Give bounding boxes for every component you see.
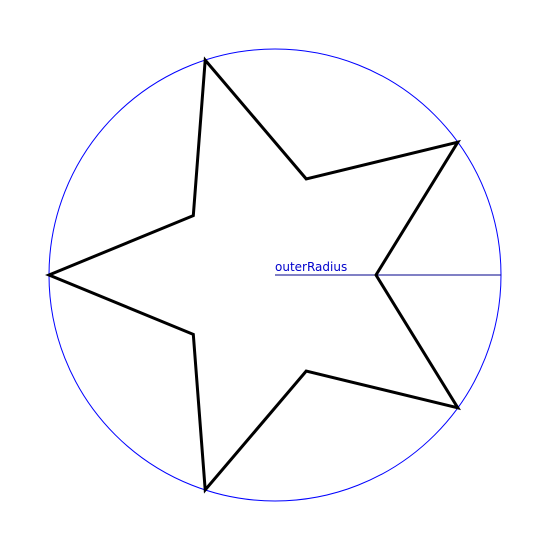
five-point-star [45, 56, 461, 494]
outer-radius-label: outerRadius [275, 260, 347, 274]
